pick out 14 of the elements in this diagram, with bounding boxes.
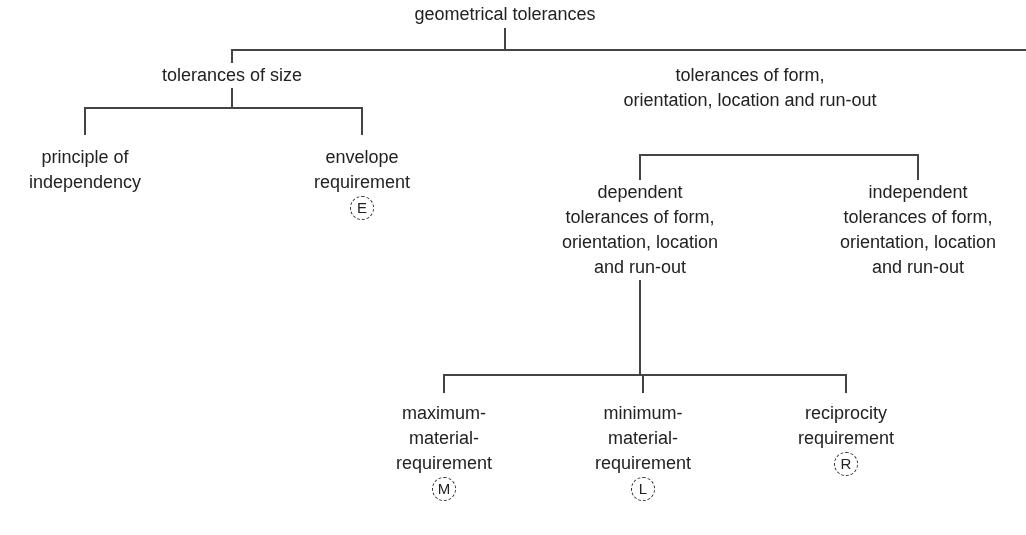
connector-line <box>504 27 751 51</box>
node-label: envelope requirement <box>313 146 410 194</box>
node-label: maximum- material- requirement <box>395 402 492 475</box>
node-label: dependent tolerances of form, orientation, location and run-out <box>561 181 719 279</box>
node-label: minimum- material- requirement <box>594 402 691 475</box>
node-label: independent tolerances of form, orientation, location and run-out <box>839 181 997 279</box>
connector-line <box>231 87 363 136</box>
node-label: tolerances of form, orientation, location and run-out <box>623 64 877 112</box>
node-label: geometrical tolerances <box>414 3 596 26</box>
connector-line <box>639 154 919 181</box>
node-label: principle of independency <box>28 146 142 194</box>
node-label: reciprocity requirement <box>797 402 894 450</box>
connector-line <box>639 279 847 394</box>
node-label: tolerances of size <box>161 64 303 87</box>
